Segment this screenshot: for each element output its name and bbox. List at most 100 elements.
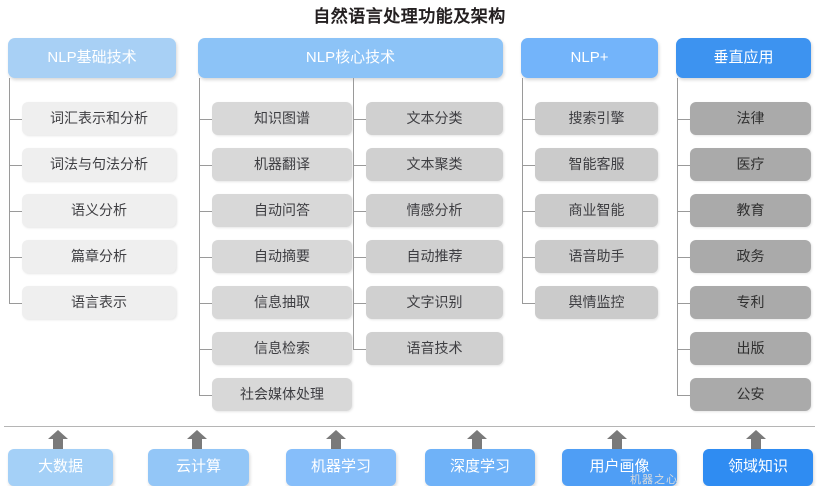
leaf-item[interactable]: 法律	[690, 102, 811, 135]
connector-trunk-vertical-apps-0	[677, 78, 678, 395]
leaf-item-label: 语音技术	[406, 339, 463, 356]
column-header-vertical-apps[interactable]: 垂直应用	[676, 38, 811, 78]
connector-trunk-nlp-plus-0	[522, 78, 523, 303]
leaf-item[interactable]: 文本聚类	[366, 148, 503, 181]
foundation-item[interactable]: 大数据	[8, 449, 113, 486]
leaf-item[interactable]: 搜索引擎	[535, 102, 658, 135]
foundation-item[interactable]: 领域知识	[703, 449, 813, 486]
leaf-item[interactable]: 语音助手	[535, 240, 658, 273]
leaf-item[interactable]: 教育	[690, 194, 811, 227]
leaf-item[interactable]: 医疗	[690, 148, 811, 181]
leaf-item-label: 专利	[736, 293, 765, 310]
connector-branch	[677, 210, 690, 212]
connector-branch	[677, 256, 690, 258]
connector-branch	[9, 210, 22, 212]
leaf-item-label: 自动问答	[254, 201, 310, 218]
leaf-item-label: 词法与句法分析	[50, 155, 148, 172]
leaf-item[interactable]: 舆情监控	[535, 286, 658, 319]
leaf-item-label: 情感分析	[406, 201, 463, 218]
column-header-label: NLP核心技术	[305, 48, 396, 66]
leaf-item[interactable]: 公安	[690, 378, 811, 411]
leaf-item-label: 法律	[736, 109, 765, 126]
connector-branch	[353, 118, 366, 120]
connector-trunk-nlp-core-1	[353, 78, 354, 349]
leaf-item[interactable]: 政务	[690, 240, 811, 273]
leaf-item[interactable]: 信息抽取	[212, 286, 352, 319]
connector-branch	[353, 302, 366, 304]
leaf-item[interactable]: 智能客服	[535, 148, 658, 181]
foundation-separator-line	[4, 426, 815, 427]
connector-branch	[522, 256, 535, 258]
page-title: 自然语言处理功能及架构	[313, 7, 506, 26]
column-header-nlp-core[interactable]: NLP核心技术	[198, 38, 503, 78]
leaf-item[interactable]: 信息检索	[212, 332, 352, 365]
connector-branch	[199, 210, 212, 212]
leaf-item-label: 信息检索	[254, 339, 310, 356]
leaf-item[interactable]: 商业智能	[535, 194, 658, 227]
foundation-item-label: 大数据	[37, 458, 83, 476]
column-header-label: NLP+	[570, 48, 609, 66]
connector-branch	[199, 256, 212, 258]
connector-branch	[353, 256, 366, 258]
connector-branch	[199, 348, 212, 350]
leaf-item-label: 文字识别	[406, 293, 463, 310]
foundation-item[interactable]: 云计算	[148, 449, 249, 486]
connector-branch	[353, 210, 366, 212]
leaf-item-label: 社会媒体处理	[240, 385, 324, 402]
column-header-nlp-plus[interactable]: NLP+	[521, 38, 658, 78]
leaf-item[interactable]: 篇章分析	[22, 240, 176, 273]
foundation-item[interactable]: 用户画像	[562, 449, 677, 486]
leaf-item[interactable]: 语义分析	[22, 194, 176, 227]
connector-branch	[9, 118, 22, 120]
leaf-item-label: 语音助手	[568, 247, 625, 264]
leaf-item[interactable]: 机器翻译	[212, 148, 352, 181]
foundation-item-label: 机器学习	[310, 458, 371, 476]
connector-branch	[199, 118, 212, 120]
up-arrow-icon	[186, 429, 208, 451]
leaf-item[interactable]: 自动摘要	[212, 240, 352, 273]
leaf-item[interactable]: 语言表示	[22, 286, 176, 319]
foundation-item-label: 领域知识	[727, 458, 788, 476]
connector-branch	[522, 302, 535, 304]
connector-branch	[199, 164, 212, 166]
leaf-item[interactable]: 语音技术	[366, 332, 503, 365]
leaf-item-label: 语言表示	[71, 293, 127, 310]
leaf-item[interactable]: 词汇表示和分析	[22, 102, 176, 135]
column-header-nlp-basic[interactable]: NLP基础技术	[8, 38, 176, 78]
leaf-item[interactable]: 自动问答	[212, 194, 352, 227]
leaf-item-label: 知识图谱	[254, 109, 310, 126]
leaf-item-label: 语义分析	[71, 201, 127, 218]
leaf-item-label: 公安	[736, 385, 765, 402]
column-header-label: 垂直应用	[713, 48, 774, 66]
leaf-item[interactable]: 情感分析	[366, 194, 503, 227]
leaf-item[interactable]: 词法与句法分析	[22, 148, 176, 181]
foundation-item-label: 深度学习	[449, 458, 510, 476]
watermark-text: 机器之心	[630, 474, 678, 486]
foundation-item[interactable]: 深度学习	[425, 449, 535, 486]
up-arrow-icon	[325, 429, 347, 451]
up-arrow-icon	[466, 429, 488, 451]
connector-branch	[522, 210, 535, 212]
connector-trunk-nlp-basic-0	[9, 78, 10, 303]
connector-branch	[9, 302, 22, 304]
foundation-item-label: 用户画像	[589, 458, 650, 476]
leaf-item-label: 机器翻译	[254, 155, 310, 172]
leaf-item-label: 自动推荐	[406, 247, 463, 264]
connector-branch	[353, 164, 366, 166]
leaf-item[interactable]: 出版	[690, 332, 811, 365]
leaf-item-label: 智能客服	[568, 155, 625, 172]
connector-branch	[677, 348, 690, 350]
leaf-item[interactable]: 自动推荐	[366, 240, 503, 273]
leaf-item[interactable]: 文字识别	[366, 286, 503, 319]
up-arrow-icon	[745, 429, 767, 451]
leaf-item-label: 舆情监控	[568, 293, 625, 310]
leaf-item[interactable]: 社会媒体处理	[212, 378, 352, 411]
connector-branch	[199, 302, 212, 304]
leaf-item[interactable]: 知识图谱	[212, 102, 352, 135]
leaf-item[interactable]: 文本分类	[366, 102, 503, 135]
up-arrow-icon	[47, 429, 69, 451]
leaf-item-label: 自动摘要	[254, 247, 310, 264]
leaf-item[interactable]: 专利	[690, 286, 811, 319]
foundation-item[interactable]: 机器学习	[286, 449, 396, 486]
